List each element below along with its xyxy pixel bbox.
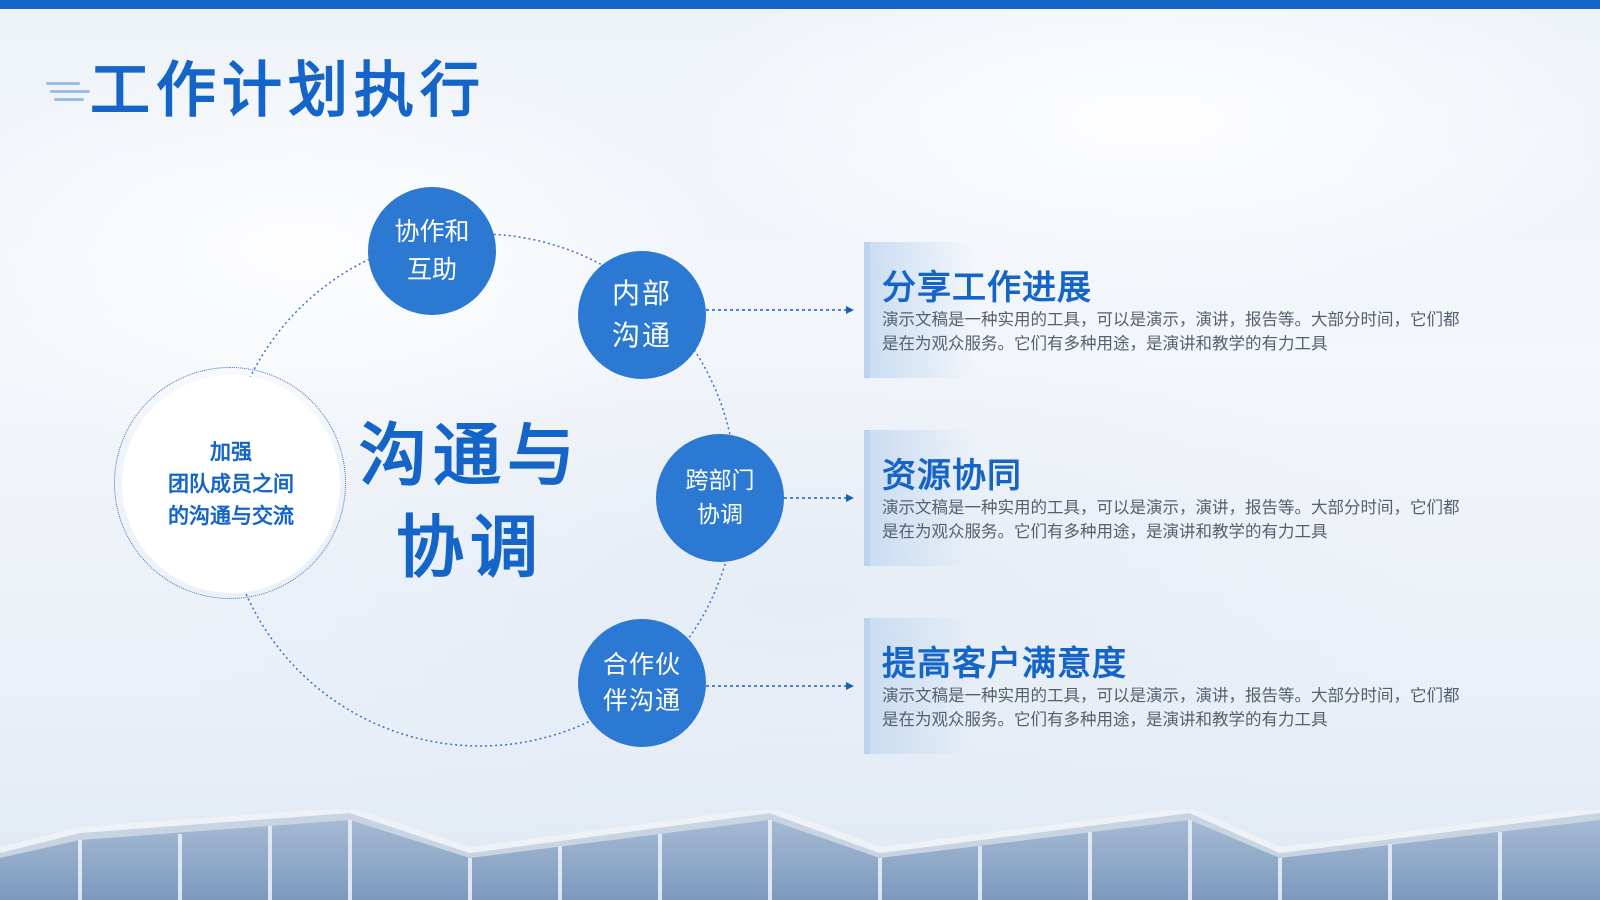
panel-accent-bar — [864, 618, 974, 754]
title-block: 工作计划执行 — [46, 56, 486, 126]
panel-customer-satisfaction: 提高客户满意度 演示文稿是一种实用的工具，可以是演示，演讲，报告等。大部分时间，… — [864, 618, 1564, 754]
node-label: 伴沟通 — [602, 686, 681, 715]
center-text-line: 的沟通与交流 — [168, 503, 294, 528]
big-title-line: 沟通与 — [358, 416, 581, 496]
panel-title: 资源协同 — [882, 456, 1022, 496]
arrow-head-icon — [846, 682, 854, 690]
big-title: 沟通与 协调 — [355, 410, 585, 594]
node-internal-communication[interactable]: 内部 沟通 — [578, 251, 706, 379]
node-label: 协作和 — [394, 217, 470, 246]
panel-description: 演示文稿是一种实用的工具，可以是演示，演讲，报告等。大部分时间，它们都是在为观众… — [882, 310, 1460, 353]
panel-description: 演示文稿是一种实用的工具，可以是演示，演讲，报告等。大部分时间，它们都是在为观众… — [882, 498, 1460, 541]
top-accent-bar — [0, 0, 1600, 9]
center-text-line: 加强 — [210, 439, 252, 464]
speed-lines-icon — [46, 76, 90, 106]
page-title: 工作计划执行 — [90, 56, 486, 126]
node-label: 互助 — [406, 255, 457, 284]
center-ring — [114, 367, 346, 599]
panel-description: 演示文稿是一种实用的工具，可以是演示，演讲，报告等。大部分时间，它们都是在为观众… — [882, 686, 1460, 729]
node-label: 内部 — [611, 277, 672, 310]
node-partner-communication[interactable]: 合作伙 伴沟通 — [578, 619, 706, 747]
arrow-head-icon — [846, 306, 854, 314]
center-circle: 加强 团队成员之间 的沟通与交流 — [122, 375, 340, 593]
center-text-line: 团队成员之间 — [168, 471, 294, 496]
arrow-head-icon — [846, 494, 854, 502]
panel-title: 分享工作进展 — [882, 268, 1092, 308]
panel-accent-bar — [864, 242, 974, 378]
panel-accent-bar — [864, 430, 974, 566]
node-cross-department[interactable]: 跨部门 协调 — [656, 434, 784, 562]
node-label: 跨部门 — [685, 468, 755, 494]
panel-title: 提高客户满意度 — [882, 644, 1127, 684]
panel-share-progress: 分享工作进展 演示文稿是一种实用的工具，可以是演示，演讲，报告等。大部分时间，它… — [864, 242, 1564, 378]
node-label: 协调 — [697, 502, 743, 528]
node-label: 合作伙 — [602, 650, 681, 679]
panel-resource-collaboration: 资源协同 演示文稿是一种实用的工具，可以是演示，演讲，报告等。大部分时间，它们都… — [864, 430, 1564, 566]
big-title-line: 协调 — [395, 508, 544, 588]
node-label: 沟通 — [611, 319, 672, 352]
node-collaboration[interactable]: 协作和 互助 — [368, 187, 496, 315]
building-roof-image — [0, 810, 1600, 900]
